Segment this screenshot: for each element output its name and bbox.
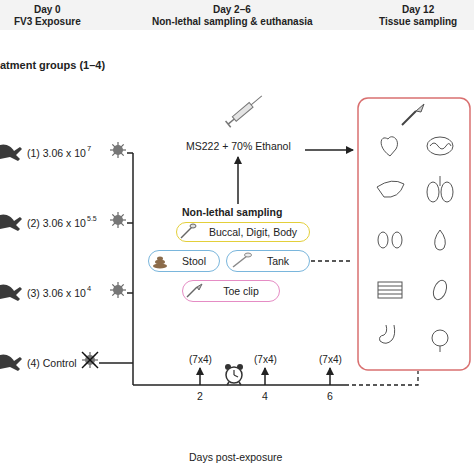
pill-label: Stool <box>182 255 206 267</box>
header-phase: Tissue sampling <box>379 16 457 28</box>
tick-label: 6 <box>327 390 333 402</box>
organ-icons <box>377 104 453 352</box>
axis-title: Days post-exposure <box>189 451 282 463</box>
header-phase: FV3 Exposure <box>14 16 81 28</box>
header-day: Day 0 <box>34 4 61 16</box>
pill-label: Toe clip <box>223 285 259 297</box>
dose-exponent: 7 <box>87 144 91 153</box>
euthanasia-label: MS222 + 70% Ethanol <box>186 140 291 152</box>
dashed-leader <box>311 261 418 385</box>
dose-exponent: 5.5 <box>87 214 97 223</box>
dose-label: (3) 3.06 x 10 <box>27 287 86 299</box>
syringe-icon <box>226 93 265 127</box>
tick-label: 2 <box>197 390 203 402</box>
alarm-clock <box>225 364 243 385</box>
sample-pill: Tank <box>226 250 310 272</box>
sample-count: (7x4) <box>319 354 342 366</box>
group-label: (4) Control <box>27 357 77 369</box>
dose-label: (2) 3.06 x 10 <box>27 217 86 229</box>
tissue-box <box>358 98 470 370</box>
timeline <box>99 153 345 385</box>
header-day: Day 12 <box>402 4 434 16</box>
sample-count: (7x4) <box>254 354 277 366</box>
section-heading: atment groups (1–4) <box>0 59 105 71</box>
header-band <box>0 0 474 30</box>
sampling-heading: Non-lethal sampling <box>182 206 282 218</box>
sample-pill: Stool <box>148 250 220 272</box>
dose-exponent: 4 <box>87 284 91 293</box>
pill-label: Tank <box>267 255 289 267</box>
pill-label: Buccal, Digit, Body <box>209 226 297 238</box>
header-day: Day 2–6 <box>213 4 251 16</box>
tick-label: 4 <box>262 390 268 402</box>
sample-pill: Toe clip <box>182 280 280 302</box>
sample-pill: Buccal, Digit, Body <box>176 222 310 242</box>
frog-icons <box>0 144 22 371</box>
dose-label: (1) 3.06 x 10 <box>27 147 86 159</box>
header-phase: Non-lethal sampling & euthanasia <box>152 16 313 28</box>
sample-count: (7x4) <box>189 354 212 366</box>
flow-arrows <box>238 150 353 204</box>
virus-icons <box>82 142 126 368</box>
